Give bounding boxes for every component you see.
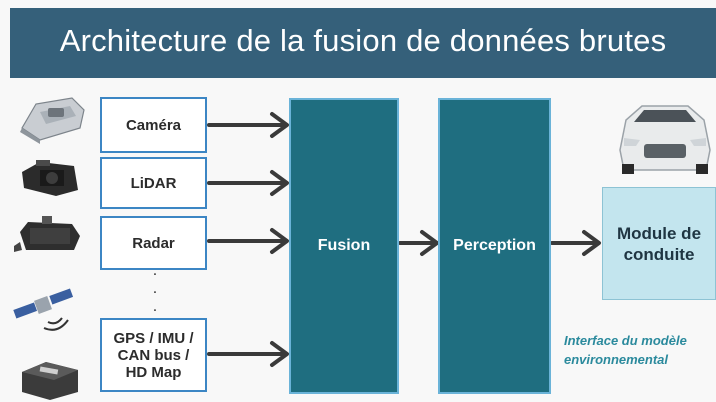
arrow-perception-module bbox=[550, 230, 601, 256]
car-icon bbox=[619, 105, 711, 174]
sensor-box-camera: Caméra bbox=[100, 97, 207, 153]
arrow-camera-fusion bbox=[207, 112, 289, 138]
driving-module-block: Module de conduite bbox=[602, 187, 716, 300]
sensor-box-gps: GPS / IMU / CAN bus / HD Map bbox=[100, 318, 207, 392]
environment-model-note: Interface du modèle environnemental bbox=[564, 333, 687, 367]
arrow-radar-fusion bbox=[207, 228, 289, 254]
page-title: Architecture de la fusion de données bru… bbox=[59, 23, 667, 58]
sensor-label: LiDAR bbox=[130, 174, 177, 192]
arrows bbox=[207, 112, 601, 367]
sensor-box-radar: Radar bbox=[100, 216, 207, 270]
fusion-block: Fusion bbox=[289, 98, 399, 394]
sensor-box-lidar: LiDAR bbox=[100, 157, 207, 209]
sensor-label: GPS / IMU / CAN bus / HD Map bbox=[113, 329, 194, 381]
satellite-icon bbox=[13, 288, 74, 331]
sensor-label: Caméra bbox=[125, 116, 182, 134]
sensor-label: Radar bbox=[132, 234, 175, 252]
camera-icon bbox=[20, 97, 85, 144]
gps-unit-icon bbox=[22, 362, 78, 400]
arrow-lidar-fusion bbox=[207, 170, 289, 196]
arrow-fusion-perception bbox=[398, 230, 439, 256]
radar-icon bbox=[14, 216, 80, 252]
arrow-gps-fusion bbox=[207, 341, 289, 367]
ellipsis: . . . bbox=[152, 262, 158, 315]
lidar-icon bbox=[22, 160, 78, 196]
perception-block: Perception bbox=[438, 98, 551, 394]
header-banner: Architecture de la fusion de données bru… bbox=[10, 8, 716, 78]
